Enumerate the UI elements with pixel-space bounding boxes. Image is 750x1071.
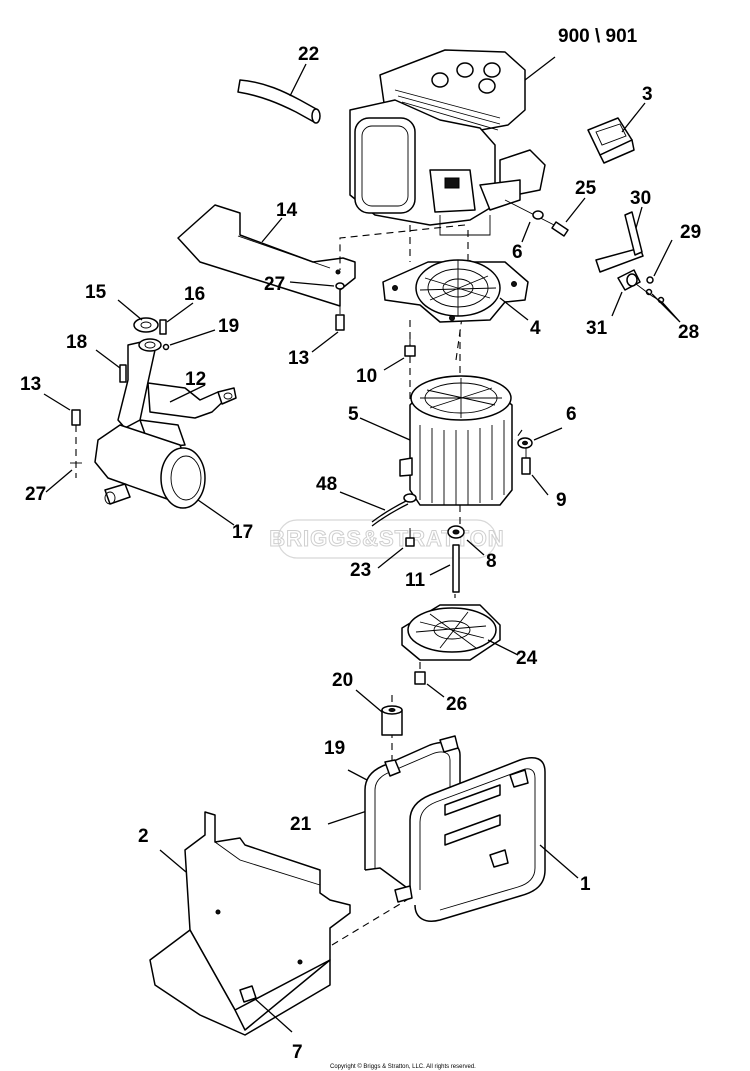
- part-5-alternator: [359, 375, 513, 506]
- callout-6-lower: 6: [566, 404, 577, 425]
- part-22-hose: [237, 63, 321, 124]
- callout-14: 14: [276, 200, 298, 221]
- callout-23: 23: [350, 560, 371, 581]
- callout-29: 29: [680, 222, 701, 243]
- callout-12: 12: [185, 369, 206, 390]
- parts-6-9-right: [517, 427, 563, 496]
- callout-26: 26: [446, 694, 467, 715]
- callout-8: 8: [486, 551, 497, 572]
- callout-6-upper: 6: [512, 242, 523, 263]
- callout-11: 11: [405, 570, 426, 591]
- part-7-screw: [239, 985, 293, 1033]
- part-17-muffler: [94, 424, 235, 526]
- callout-27-left: 27: [25, 484, 46, 505]
- callout-17: 17: [232, 522, 253, 543]
- callout-1: 1: [580, 874, 591, 895]
- callout-19-lower: 19: [324, 738, 345, 759]
- part-2-panel: [149, 811, 351, 1036]
- parts-28-29-31: [611, 239, 681, 323]
- callout-21: 21: [290, 814, 312, 835]
- callout-31: 31: [586, 318, 608, 339]
- callout-7: 7: [292, 1042, 303, 1063]
- part-23-screw: [377, 528, 415, 569]
- callout-3: 3: [642, 84, 653, 105]
- callout-48: 48: [316, 474, 337, 495]
- watermark: BRIGGS&STRATTON: [269, 519, 504, 559]
- part-26-screw: [414, 671, 445, 698]
- part-1-frame: [364, 735, 579, 922]
- callout-16: 16: [184, 284, 205, 305]
- callout-30: 30: [630, 188, 651, 209]
- callout-28: 28: [678, 322, 699, 343]
- callout-5: 5: [348, 404, 359, 425]
- callout-2: 2: [138, 826, 149, 847]
- callout-9: 9: [556, 490, 567, 511]
- part-10-bolt: [383, 334, 416, 371]
- callout-22: 22: [298, 44, 319, 65]
- watermark-text: BRIGGS&STRATTON: [269, 526, 504, 551]
- callout-20: 20: [332, 670, 353, 691]
- callout-13-left: 13: [20, 374, 41, 395]
- callout-27-upper: 27: [264, 274, 285, 295]
- callout-24: 24: [516, 648, 538, 669]
- parts-25-6-upper: [504, 197, 586, 243]
- parts-8-11: [429, 525, 485, 593]
- part-4-adapter: [382, 259, 529, 323]
- callout-labels: 900 \ 901 22 3 25 30 14 6 29 27 15 16 19…: [20, 26, 701, 1063]
- callout-25: 25: [575, 178, 597, 199]
- callout-19-upper: 19: [218, 316, 239, 337]
- callout-13-upper: 13: [288, 348, 309, 369]
- leader-900: [524, 56, 556, 81]
- callout-15: 15: [85, 282, 107, 303]
- callout-900-901: 900 \ 901: [558, 26, 638, 47]
- callout-4: 4: [530, 318, 541, 339]
- callout-10: 10: [356, 366, 377, 387]
- parts-15-16-18-19: [95, 299, 237, 405]
- parts-13-27-left: [43, 393, 82, 493]
- part-24-cover: [401, 604, 519, 661]
- part-3-cover: [587, 102, 646, 164]
- part-14-shield: [177, 204, 356, 307]
- copyright-notice: Copyright © Briggs & Stratton, LLC. All …: [330, 1063, 476, 1070]
- parts-27-13-upper: [289, 281, 345, 353]
- part-48-wire: [339, 491, 417, 527]
- engine-assembly: [349, 49, 556, 236]
- part-30-bracket: [595, 206, 644, 273]
- callout-18: 18: [66, 332, 87, 353]
